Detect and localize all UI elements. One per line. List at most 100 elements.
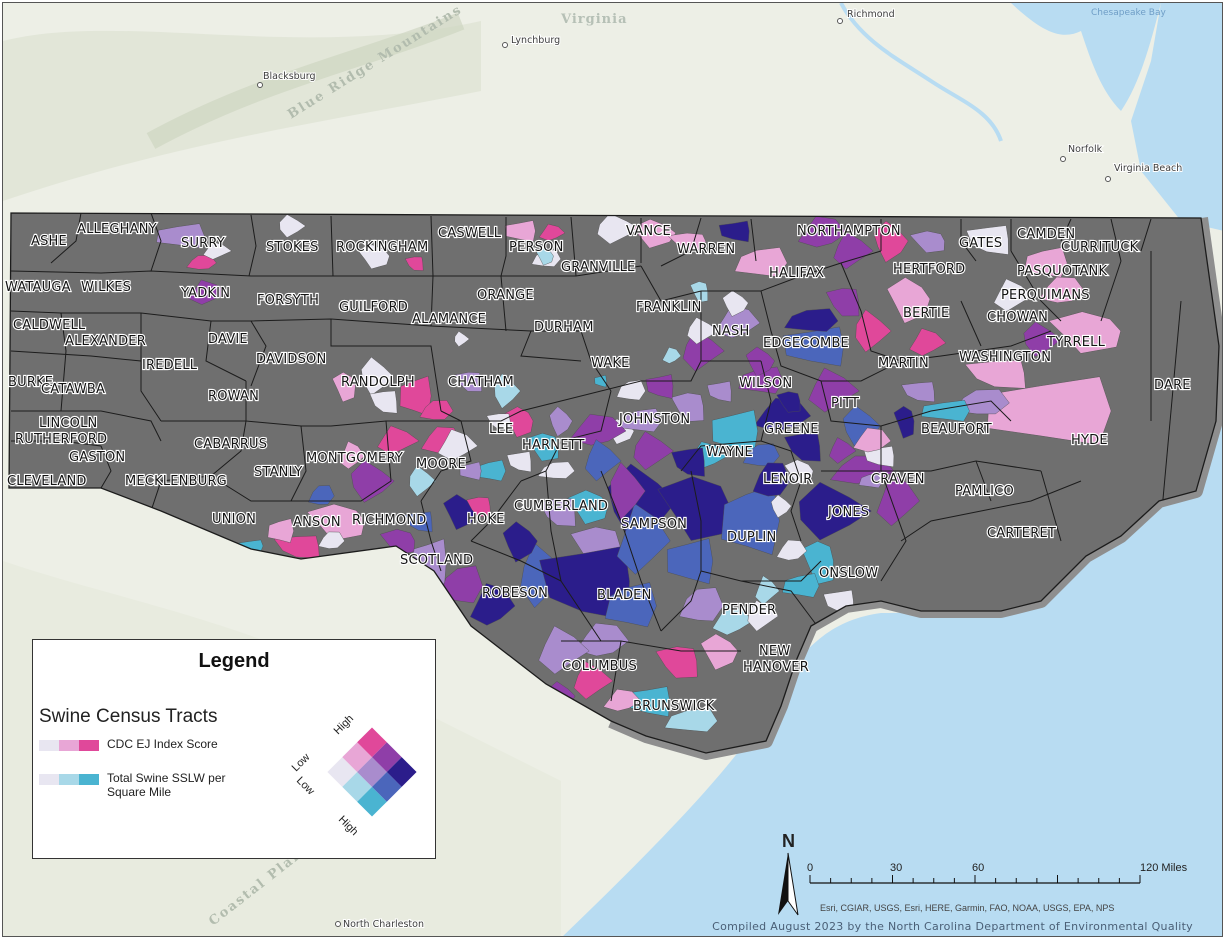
census-tract [575,622,630,657]
census-tract [671,392,705,422]
county-boundary [1160,300,1182,522]
census-tract [714,305,761,339]
county-label-forsyth: FORSYTH [257,293,319,308]
county-label-beaufort: BEAUFORT [921,422,992,437]
county-label-pasquotank: PASQUOTANK [1017,264,1107,279]
county-label-tyrrell: TYRRELL [1046,335,1106,350]
map-canvas[interactable]: Virginia Blue Ridge Mountains Coastal Pl… [3,3,1223,937]
census-tract [738,366,784,394]
county-boundary [50,213,82,264]
census-tract [504,220,536,242]
census-tract [549,406,573,437]
svg-text:Lynchburg: Lynchburg [511,35,560,46]
census-tract [486,413,511,431]
scale-tick-label: 0 [807,862,813,874]
county-boundary [700,560,822,582]
county-boundary [760,290,1052,382]
county-label-brunswick: BRUNSWICK [633,699,715,714]
census-tract [619,408,663,433]
census-tract [828,437,857,464]
north-arrow: N [778,831,799,916]
county-boundary [470,540,562,582]
bivar-low-lower: Low [294,775,317,798]
county-boundary [60,312,67,412]
census-tract [633,431,674,471]
county-boundary [150,213,162,272]
county-label-onslow: ONSLOW [819,566,878,581]
census-tract [267,518,294,543]
county-label-perquimans: PERQUIMANS [1001,288,1090,303]
county-label-guilford: GUILFORD [339,300,408,315]
city-blacksburg: Blacksburg [257,70,316,88]
census-tract [404,256,424,271]
census-tract [466,496,491,517]
county-boundary [610,640,622,702]
census-tract [662,347,682,364]
swine-ramp-mid [59,774,79,785]
county-boundary [1040,470,1062,542]
census-tract [597,213,641,245]
county-label-davidson: DAVIDSON [256,352,326,367]
county-label-davie: DAVIE [208,332,248,347]
scale-tick-label: 120 Miles [1140,862,1188,874]
county-boundary [250,320,267,387]
bivar-low-left: Low [290,751,313,774]
census-tract [901,381,935,403]
census-tract [655,646,698,679]
bivariate-legend: High Low Low High [290,713,417,838]
county-label-anson: ANSON [293,515,341,530]
census-tract [679,587,724,622]
water-label-chesapeake: Chesapeake Bay [1091,8,1166,18]
county-label-chatham: CHATHAM [448,375,514,390]
county-label-wilkes: WILKES [81,280,131,295]
swine-color-ramp [39,774,99,785]
county-label-currituck: CURRITUCK [1061,240,1139,255]
census-tract [332,371,356,403]
census-tract [886,277,931,324]
ej-ramp-mid [59,740,79,751]
county-boundary [11,410,162,442]
census-tract [603,688,642,712]
census-tract [419,400,454,420]
census-tract [718,220,750,243]
county-boundary [660,217,702,267]
census-tract [506,451,532,473]
census-tract [594,374,607,388]
census-tract [873,220,909,263]
county-label-caswell: CASWELL [438,226,502,241]
compiled-credit: Compiled August 2023 by the North Caroli… [712,920,1193,933]
county-boundary [291,420,392,502]
county-label-rowan: ROWAN [208,389,259,404]
ej-color-ramp [39,740,99,751]
ej-ramp-low [39,740,59,751]
county-label-rockingham: ROCKINGHAM [336,240,428,255]
county-label-chowan: CHOWAN [987,310,1048,325]
county-label-martin: MARTIN [878,356,929,371]
mountain-shading [3,21,481,201]
census-tract [909,230,945,254]
county-label-warren: WARREN [677,242,735,257]
county-label-surry: SURRY [181,236,225,251]
census-tract [798,481,872,541]
census-tract [722,290,749,317]
census-tracts [156,213,1121,733]
county-label-hyde: HYDE [1071,433,1108,448]
county-boundary [960,300,982,347]
census-tract [825,288,860,317]
census-tract [459,461,482,481]
census-tract [712,604,754,636]
county-label-vance: VANCE [626,224,671,239]
census-tract [610,461,646,521]
county-boundary [440,360,761,422]
swine-ramp-low [39,774,59,785]
census-tract [993,278,1033,312]
census-tract [188,279,228,305]
county-boundary [1110,218,1122,262]
census-tract [470,583,516,626]
county-label-iredell: IREDELL [142,358,198,373]
county-label-lenoir: LENOIR [763,472,812,487]
census-tract [454,331,470,347]
county-boundary [11,440,112,489]
census-tract [964,360,1026,389]
